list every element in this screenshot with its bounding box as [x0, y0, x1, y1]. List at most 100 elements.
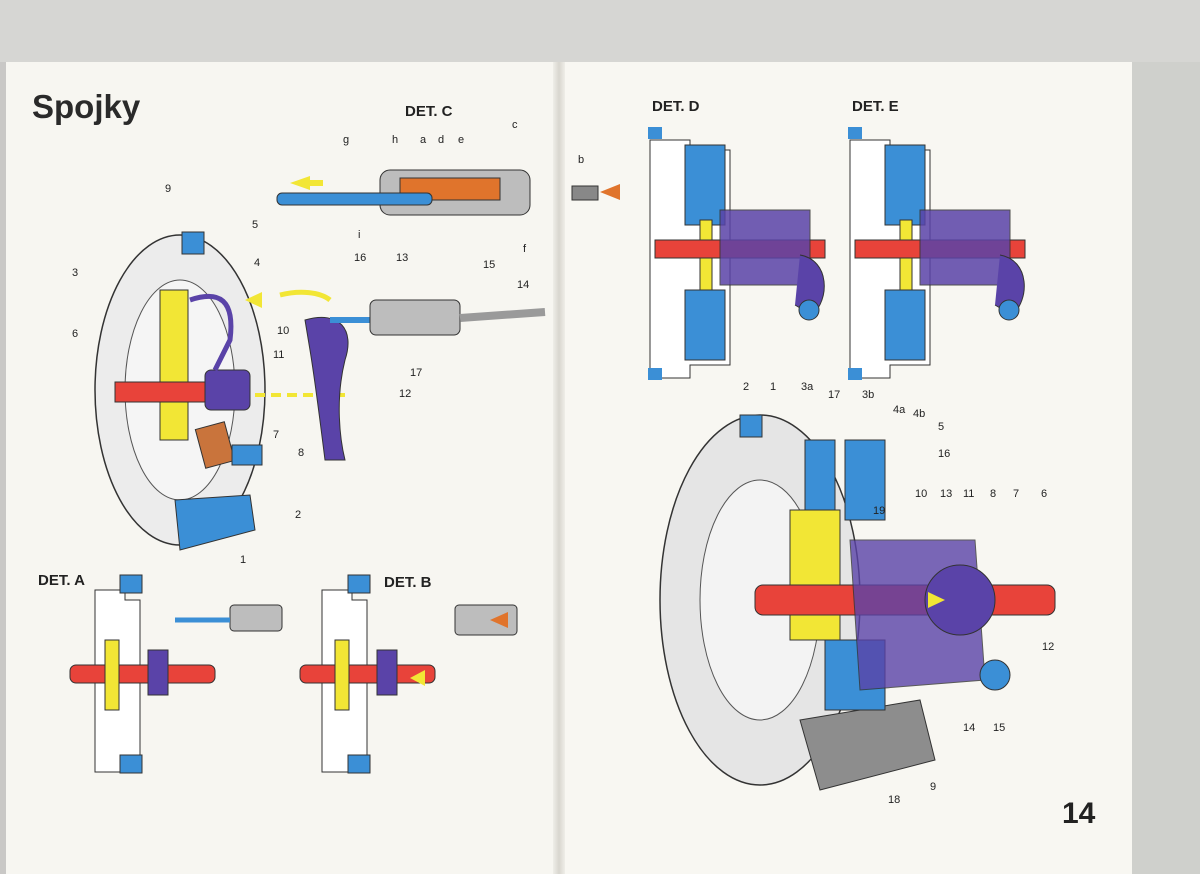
label-16: 16	[354, 252, 366, 264]
det-a-bearing	[147, 649, 169, 696]
scan-background	[0, 0, 1200, 62]
det-e-release	[919, 209, 1011, 286]
label-c10: 10	[915, 488, 927, 500]
det-b-diagram	[299, 574, 518, 774]
det-e-diagram	[848, 127, 1026, 380]
label-12: 12	[399, 388, 411, 400]
book-gutter	[553, 62, 565, 874]
yellow-arrow-curve	[279, 289, 332, 303]
det-b-clip-bottom	[347, 754, 371, 774]
pressure-plate	[159, 289, 189, 441]
det-b-disc	[334, 639, 350, 711]
label-g: g	[343, 134, 349, 146]
cover-clip-top	[181, 231, 205, 255]
det-d-plate-top	[684, 144, 726, 226]
cutaway-disc	[789, 509, 841, 641]
det-b-cylinder	[454, 604, 518, 636]
label-c12: 12	[1042, 641, 1054, 653]
det-e-plate-bottom	[884, 289, 926, 361]
label-c19: 19	[873, 505, 885, 517]
det-d-clip-top	[648, 127, 662, 139]
label-e: e	[458, 134, 464, 146]
det-d-release	[719, 209, 811, 286]
label-8: 8	[298, 447, 304, 459]
master-cylinder	[369, 299, 461, 336]
det-a-disc	[104, 639, 120, 711]
det-e-clip-top	[848, 127, 862, 139]
cutaway-labels: 2 1 3a 17 3b 4a 4b 5 16 19 10 13 11 8 7 …	[743, 381, 1054, 806]
main-clutch-diagram	[94, 231, 546, 551]
label-c6: 6	[1041, 488, 1047, 500]
cutaway-clip	[739, 414, 763, 438]
det-d-pivot	[798, 299, 820, 321]
page-title: Spojky	[32, 88, 141, 125]
det-a-clip-bottom	[119, 754, 143, 774]
det-e-pivot	[998, 299, 1020, 321]
det-c-heading: DET. C	[405, 103, 453, 120]
det-d-plate-bottom	[684, 289, 726, 361]
fluid-pipe-end	[571, 185, 599, 201]
label-c8: 8	[990, 488, 996, 500]
label-10: 10	[277, 325, 289, 337]
fluid-arrow	[600, 184, 620, 200]
det-e-heading: DET. E	[852, 98, 899, 115]
label-13: 13	[396, 252, 408, 264]
label-c3a: 3a	[801, 381, 814, 393]
release-bearing	[204, 369, 251, 411]
cutaway-pivot	[979, 659, 1011, 691]
starter-ring-teeth	[174, 494, 256, 551]
cutaway-bearing	[924, 564, 996, 636]
label-a: a	[420, 134, 427, 146]
book-edge	[1132, 62, 1200, 874]
label-6: 6	[72, 328, 78, 340]
label-c7: 7	[1013, 488, 1019, 500]
page-number: 14	[1062, 797, 1096, 830]
label-4: 4	[254, 257, 260, 269]
label-c17: 17	[828, 389, 840, 401]
label-h: h	[392, 134, 398, 146]
label-11: 11	[273, 349, 284, 361]
det-b-clip-top	[347, 574, 371, 594]
label-d: d	[438, 134, 444, 146]
label-c15: 15	[993, 722, 1005, 734]
label-b: b	[578, 154, 584, 166]
det-a-heading: DET. A	[38, 572, 85, 589]
label-c18: 18	[888, 794, 900, 806]
main-diagram-labels: 9 5 4 3 10 6 11 7 8 2 1 12 13 15 16 17 1…	[72, 183, 529, 566]
label-c5: 5	[938, 421, 944, 433]
adjust-spring	[231, 444, 263, 466]
label-c1: 1	[770, 381, 776, 393]
det-a-shaft	[69, 664, 216, 684]
pushrod-arrow	[290, 176, 310, 190]
label-c3b: 3b	[862, 389, 874, 401]
det-a-clip-top	[119, 574, 143, 594]
label-14: 14	[517, 279, 529, 291]
det-b-shaft	[299, 664, 436, 684]
label-c4a: 4a	[893, 404, 906, 416]
release-fork-spring	[189, 293, 234, 372]
cutaway-yellow-arrow	[928, 592, 945, 608]
label-9: 9	[165, 183, 171, 195]
label-c14: 14	[963, 722, 975, 734]
det-b-bearing	[376, 649, 398, 696]
label-c11: 11	[963, 488, 974, 500]
det-e-plate-top	[884, 144, 926, 226]
label-c16: 16	[938, 448, 950, 460]
cutaway-cover-upper	[844, 439, 886, 521]
label-17: 17	[410, 367, 422, 379]
clutch-pedal	[304, 316, 349, 461]
label-f: f	[523, 243, 527, 255]
label-3: 3	[72, 267, 78, 279]
det-b-yellow-arrow	[410, 670, 425, 686]
det-d-clip-bottom	[648, 368, 662, 380]
det-a-diagram	[69, 574, 283, 774]
release-lever	[194, 421, 236, 469]
det-c-diagram: g h a d e c i f b	[276, 119, 620, 255]
label-5: 5	[252, 219, 258, 231]
hydraulic-hose	[459, 308, 546, 322]
label-7: 7	[273, 429, 279, 441]
det-a-cylinder	[229, 604, 283, 632]
label-i: i	[358, 229, 360, 241]
label-c: c	[512, 119, 518, 131]
det-e-clip-bottom	[848, 368, 862, 380]
